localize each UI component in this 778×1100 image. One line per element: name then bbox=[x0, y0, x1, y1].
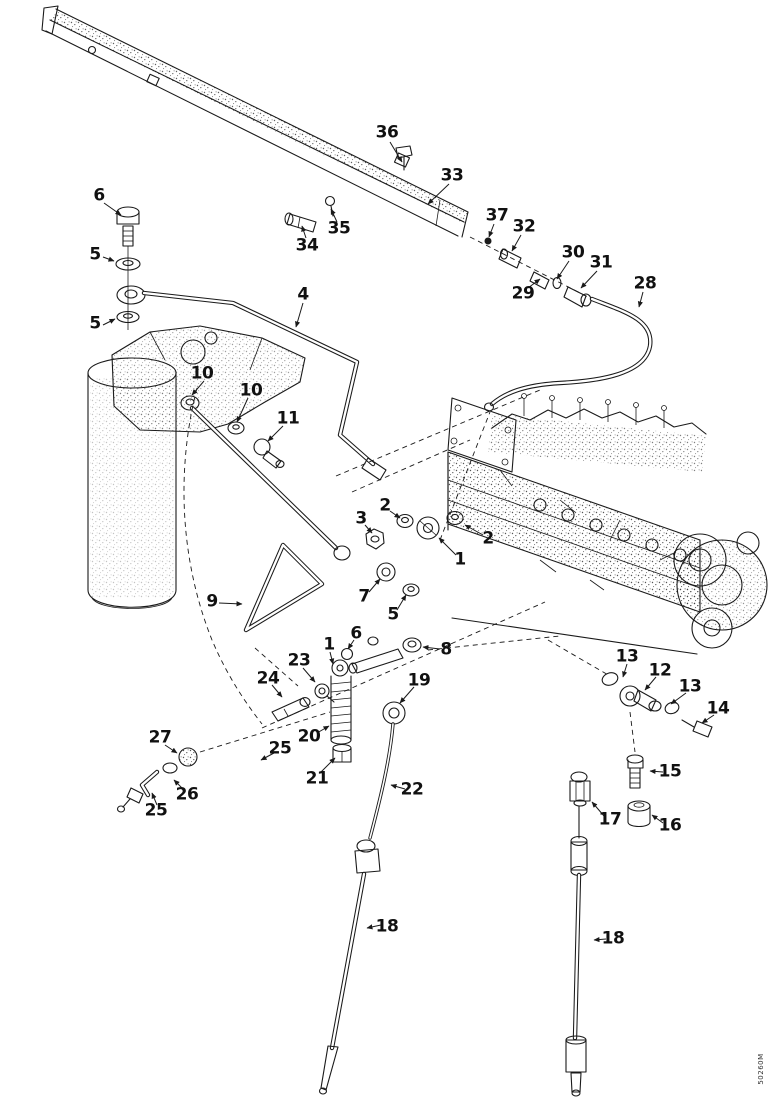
callout-5b: 5 bbox=[89, 313, 101, 334]
callout-30: 30 bbox=[561, 242, 585, 263]
callout-10b: 10 bbox=[239, 380, 263, 401]
callout-3: 3 bbox=[355, 508, 367, 529]
callout-6: 6 bbox=[93, 185, 105, 206]
rail-end-fittings bbox=[469, 236, 592, 308]
callout-14: 14 bbox=[706, 698, 730, 719]
callout-36: 36 bbox=[375, 122, 399, 143]
callout-31: 31 bbox=[589, 252, 613, 273]
callout-10a: 10 bbox=[190, 363, 214, 384]
banjo-fitting-filter bbox=[116, 285, 146, 305]
callout-12: 12 bbox=[648, 660, 672, 681]
washer-10 bbox=[227, 421, 245, 435]
fuel-rail bbox=[41, 5, 469, 238]
callout-27: 27 bbox=[148, 727, 172, 748]
callout-17: 17 bbox=[598, 809, 622, 830]
union-cluster bbox=[340, 562, 422, 674]
callout-4: 4 bbox=[297, 284, 309, 305]
coil-tube-20 bbox=[330, 659, 352, 745]
callout-18b: 18 bbox=[601, 928, 625, 949]
washer-5-upper bbox=[115, 257, 141, 271]
callout-15: 15 bbox=[658, 761, 682, 782]
pipe-9 bbox=[189, 405, 351, 633]
elbow-34 bbox=[284, 212, 317, 233]
callout-32: 32 bbox=[512, 216, 536, 237]
filter-canister bbox=[87, 357, 177, 609]
sleeve-16 bbox=[627, 800, 651, 828]
callout-9: 9 bbox=[206, 591, 218, 612]
callout-2b: 2 bbox=[482, 528, 494, 549]
callout-16: 16 bbox=[658, 815, 682, 836]
nut-21 bbox=[332, 743, 352, 763]
washer-5-lower bbox=[116, 310, 140, 324]
callout-37: 37 bbox=[485, 205, 509, 226]
banjo-cluster-bottom-left bbox=[116, 747, 198, 813]
callout-20: 20 bbox=[297, 726, 321, 747]
callout-23: 23 bbox=[287, 650, 311, 671]
callout-1a: 1 bbox=[454, 549, 466, 570]
fitting-11 bbox=[253, 438, 285, 469]
injector-line-18-right bbox=[565, 771, 591, 1097]
callout-25a: 25 bbox=[268, 738, 292, 759]
callout-6b: 6 bbox=[350, 623, 362, 644]
bolt-15 bbox=[626, 754, 644, 789]
callout-8: 8 bbox=[440, 639, 452, 660]
callout-5c: 5 bbox=[387, 604, 399, 625]
hose-28 bbox=[483, 296, 653, 412]
callout-18a: 18 bbox=[375, 916, 399, 937]
callout-29: 29 bbox=[511, 283, 535, 304]
callout-24: 24 bbox=[256, 668, 280, 689]
callout-11: 11 bbox=[276, 408, 300, 429]
callout-35: 35 bbox=[327, 218, 351, 239]
callout-25b: 25 bbox=[144, 800, 168, 821]
callout-5a: 5 bbox=[89, 244, 101, 265]
callout-22: 22 bbox=[400, 779, 424, 800]
construction-lines bbox=[183, 387, 636, 753]
rod-22 bbox=[368, 722, 395, 840]
drawing-number: 50260M bbox=[757, 1053, 765, 1085]
injector-line-18-left bbox=[318, 839, 381, 1095]
callout-7: 7 bbox=[358, 586, 370, 607]
callout-13b: 13 bbox=[678, 676, 702, 697]
callout-21: 21 bbox=[305, 768, 329, 789]
callout-2a: 2 bbox=[379, 495, 391, 516]
leader-arrows bbox=[102, 141, 715, 943]
elbow-cluster-12-14 bbox=[601, 672, 713, 738]
callout-34: 34 bbox=[295, 235, 319, 256]
callout-19: 19 bbox=[407, 670, 431, 691]
callout-28: 28 bbox=[633, 273, 657, 294]
injection-pump-assembly bbox=[447, 393, 768, 655]
banjo-19 bbox=[382, 701, 406, 725]
callout-1b: 1 bbox=[323, 634, 335, 655]
callout-13a: 13 bbox=[615, 646, 639, 667]
callout-33: 33 bbox=[440, 165, 464, 186]
banjo-cluster bbox=[365, 510, 464, 550]
nipple-24 bbox=[271, 697, 311, 722]
callout-26: 26 bbox=[175, 784, 199, 805]
